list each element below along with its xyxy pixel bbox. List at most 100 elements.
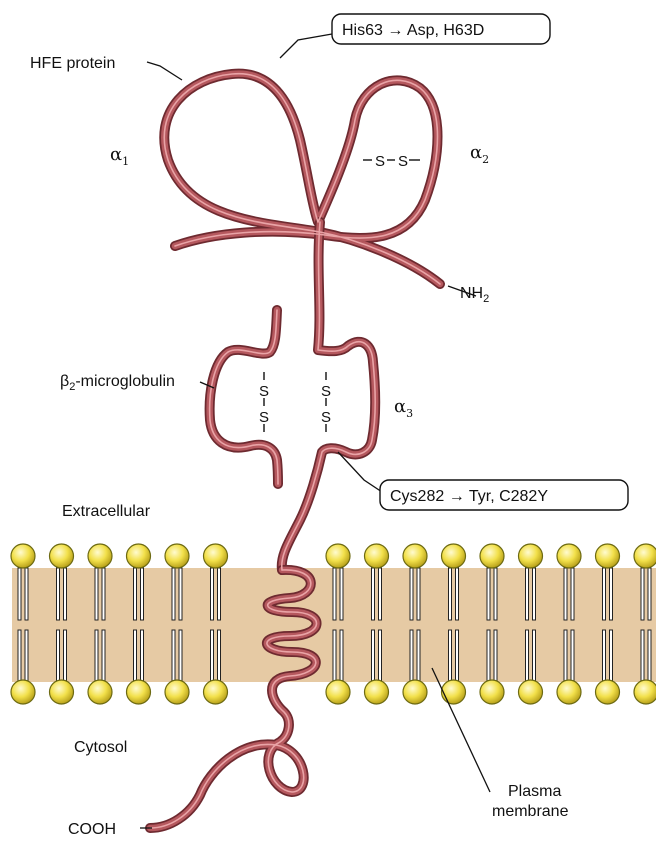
lipid-head xyxy=(557,544,581,568)
lipid-head xyxy=(634,544,656,568)
lipid-head xyxy=(127,680,151,704)
lipid-head xyxy=(326,544,350,568)
c282y-label: Cys282 → Tyr, C282Y xyxy=(390,488,548,505)
disulfide-b2m-s2: S xyxy=(259,409,269,426)
lipid-tail xyxy=(18,568,21,620)
lipid-tail xyxy=(172,630,175,682)
nh2-label: NH2 xyxy=(460,285,489,305)
membrane-label: membrane xyxy=(492,803,569,820)
lipid-head xyxy=(11,544,35,568)
alpha1-alpha2-chain xyxy=(164,74,440,284)
lipid-head xyxy=(88,680,112,704)
lipid-head xyxy=(403,680,427,704)
disulfide-b2m-s1: S xyxy=(259,383,269,400)
lipid-tail xyxy=(533,568,536,620)
lipid-head xyxy=(165,544,189,568)
lipid-head xyxy=(50,680,74,704)
lipid-tail xyxy=(379,630,382,682)
lipid-head xyxy=(596,544,620,568)
lipid-head xyxy=(403,544,427,568)
lipid-tail xyxy=(571,568,574,620)
lipid-head xyxy=(634,680,656,704)
leader-hfe-protein xyxy=(147,62,182,80)
lipid-tail xyxy=(487,630,490,682)
lipid-tail xyxy=(372,568,375,620)
lipid-tail xyxy=(57,568,60,620)
lipid-head xyxy=(365,544,389,568)
plasma-label: Plasma xyxy=(508,783,561,800)
lipid-tail xyxy=(172,568,175,620)
lipid-head xyxy=(596,680,620,704)
cytosol-label: Cytosol xyxy=(74,739,127,756)
disulfide-alpha2-s2: S xyxy=(398,153,408,170)
lipid-tail xyxy=(456,568,459,620)
lipid-head xyxy=(442,680,466,704)
disulfide-alpha3-s2: S xyxy=(321,409,331,426)
lipid-tail xyxy=(179,630,182,682)
lipid-tail xyxy=(533,630,536,682)
lipid-head xyxy=(204,680,228,704)
lipid-tail xyxy=(494,630,497,682)
lipid-tail xyxy=(333,568,336,620)
lipid-tail xyxy=(610,568,613,620)
lipid-tail xyxy=(410,630,413,682)
lipid-tail xyxy=(340,568,343,620)
lipid-head xyxy=(326,680,350,704)
lipid-tail xyxy=(211,630,214,682)
lipid-tail xyxy=(211,568,214,620)
lipid-head xyxy=(519,680,543,704)
leader-h63d xyxy=(280,34,332,58)
lipid-tail xyxy=(64,568,67,620)
lipid-head xyxy=(50,544,74,568)
h63d-label: His63 → Asp, H63D xyxy=(342,22,484,39)
disulfide-alpha3-s1: S xyxy=(321,383,331,400)
lipid-tail xyxy=(25,630,28,682)
lipid-tail xyxy=(64,630,67,682)
lipid-tail xyxy=(603,630,606,682)
lipid-tail xyxy=(564,630,567,682)
lipid-tail xyxy=(134,630,137,682)
lipid-tail xyxy=(102,630,105,682)
lipid-tail xyxy=(372,630,375,682)
lipid-tail xyxy=(648,630,651,682)
lipid-tail xyxy=(641,630,644,682)
lipid-tail xyxy=(340,630,343,682)
lipid-tail xyxy=(218,568,221,620)
lipid-tail xyxy=(526,568,529,620)
lipid-tail xyxy=(218,630,221,682)
extracellular-label: Extracellular xyxy=(62,503,151,520)
lipid-tail xyxy=(95,568,98,620)
hfe-protein-chain xyxy=(150,74,440,828)
lipid-tail xyxy=(25,568,28,620)
cooh-label: COOH xyxy=(68,821,116,838)
lipid-tail xyxy=(57,630,60,682)
lipid-tail xyxy=(141,630,144,682)
alpha1-label: α1 xyxy=(110,144,129,168)
alpha1-alpha2-chain-highlight xyxy=(164,74,440,284)
lipid-tail xyxy=(95,630,98,682)
lipid-head xyxy=(442,544,466,568)
lipid-head xyxy=(11,680,35,704)
lipid-tail xyxy=(18,630,21,682)
lipid-head xyxy=(165,680,189,704)
lipid-tail xyxy=(379,568,382,620)
lipid-head xyxy=(480,680,504,704)
lipid-head xyxy=(557,680,581,704)
disulfide-alpha2-s1: S xyxy=(375,153,385,170)
lipid-tail xyxy=(410,568,413,620)
lipid-tail xyxy=(610,630,613,682)
hfe-protein-label: HFE protein xyxy=(30,55,115,72)
lipid-tail xyxy=(494,568,497,620)
lipid-tail xyxy=(134,568,137,620)
alpha3-label: α3 xyxy=(394,396,413,420)
alpha1-alpha2-chain-outline xyxy=(164,74,440,284)
lipid-head xyxy=(88,544,112,568)
lipid-tail xyxy=(571,630,574,682)
lipid-tail xyxy=(641,568,644,620)
lipid-tail xyxy=(449,568,452,620)
leader-lines xyxy=(140,34,500,828)
lipid-tail xyxy=(417,630,420,682)
lipid-tail xyxy=(417,568,420,620)
lipid-tail xyxy=(648,568,651,620)
